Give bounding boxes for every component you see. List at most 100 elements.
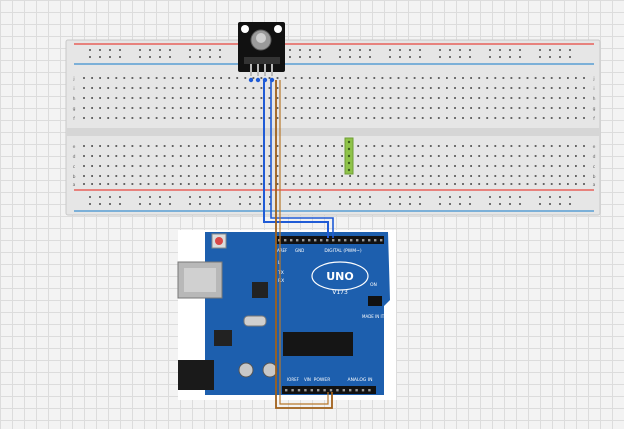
breadboard-hole[interactable]: [269, 196, 271, 198]
breadboard-hole[interactable]: [309, 203, 311, 205]
breadboard-hole[interactable]: [446, 145, 448, 147]
breadboard-hole[interactable]: [209, 203, 211, 205]
breadboard-hole[interactable]: [268, 87, 271, 89]
breadboard-hole[interactable]: [131, 175, 134, 177]
breadboard-hole[interactable]: [259, 203, 261, 205]
breadboard-hole[interactable]: [147, 117, 150, 119]
header-pin[interactable]: [278, 239, 281, 242]
breadboard-hole[interactable]: [171, 145, 174, 147]
breadboard-hole[interactable]: [494, 107, 497, 109]
breadboard-hole[interactable]: [429, 77, 432, 79]
power-analog-header[interactable]: [282, 386, 376, 394]
breadboard-hole[interactable]: [534, 155, 537, 157]
breadboard-hole[interactable]: [99, 49, 101, 51]
breadboard-hole[interactable]: [486, 155, 489, 157]
breadboard-hole[interactable]: [187, 87, 190, 89]
breadboard-hole[interactable]: [437, 183, 440, 185]
breadboard-hole[interactable]: [510, 145, 513, 147]
breadboard-hole[interactable]: [413, 97, 416, 99]
breadboard-hole[interactable]: [299, 56, 301, 58]
breadboard-hole[interactable]: [413, 165, 416, 167]
breadboard-hole[interactable]: [189, 49, 191, 51]
breadboard-hole[interactable]: [83, 165, 85, 167]
breadboard-hole[interactable]: [470, 145, 472, 147]
breadboard-hole[interactable]: [339, 203, 341, 205]
breadboard-hole[interactable]: [413, 117, 416, 119]
breadboard-hole[interactable]: [567, 97, 569, 99]
breadboard-hole[interactable]: [470, 165, 472, 167]
breadboard-hole[interactable]: [228, 183, 231, 185]
breadboard-hole[interactable]: [309, 49, 311, 51]
header-pin[interactable]: [356, 239, 359, 242]
breadboard-hole[interactable]: [169, 203, 171, 205]
breadboard-hole[interactable]: [325, 145, 327, 147]
breadboard-hole[interactable]: [369, 196, 371, 198]
breadboard-hole[interactable]: [308, 165, 311, 167]
breadboard-hole[interactable]: [559, 196, 561, 198]
breadboard-hole[interactable]: [269, 203, 271, 205]
breadboard-hole[interactable]: [317, 155, 319, 157]
breadboard-hole[interactable]: [446, 183, 448, 185]
breadboard-hole[interactable]: [341, 77, 343, 79]
breadboard-hole[interactable]: [260, 155, 263, 157]
breadboard-hole[interactable]: [550, 155, 553, 157]
breadboard-hole[interactable]: [155, 77, 158, 79]
breadboard-hole[interactable]: [276, 145, 279, 147]
breadboard-hole[interactable]: [558, 165, 561, 167]
breadboard-hole[interactable]: [539, 196, 541, 198]
breadboard-hole[interactable]: [89, 203, 91, 205]
breadboard-hole[interactable]: [196, 145, 198, 147]
breadboard-hole[interactable]: [107, 77, 110, 79]
breadboard-hole[interactable]: [469, 203, 471, 205]
breadboard-hole[interactable]: [381, 97, 384, 99]
breadboard-hole[interactable]: [550, 87, 553, 89]
breadboard-hole[interactable]: [308, 175, 311, 177]
breadboard-hole[interactable]: [459, 196, 461, 198]
breadboard-hole[interactable]: [502, 117, 505, 119]
breadboard-hole[interactable]: [558, 87, 561, 89]
breadboard-hole[interactable]: [381, 77, 384, 79]
breadboard-hole[interactable]: [429, 183, 432, 185]
breadboard-hole[interactable]: [244, 87, 247, 89]
breadboard-hole[interactable]: [397, 77, 400, 79]
breadboard-hole[interactable]: [187, 117, 190, 119]
breadboard-hole[interactable]: [139, 165, 142, 167]
breadboard-hole[interactable]: [83, 175, 85, 177]
breadboard-hole[interactable]: [317, 107, 319, 109]
breadboard-hole[interactable]: [187, 183, 190, 185]
breadboard-hole[interactable]: [155, 97, 158, 99]
breadboard-hole[interactable]: [421, 145, 424, 147]
header-pin[interactable]: [361, 389, 365, 392]
breadboard-hole[interactable]: [373, 155, 376, 157]
breadboard-hole[interactable]: [575, 155, 577, 157]
breadboard-hole[interactable]: [284, 145, 287, 147]
breadboard-hole[interactable]: [99, 107, 101, 109]
breadboard-hole[interactable]: [268, 183, 271, 185]
breadboard-hole[interactable]: [115, 175, 118, 177]
breadboard-hole[interactable]: [244, 165, 247, 167]
breadboard-hole[interactable]: [357, 155, 360, 157]
breadboard-hole[interactable]: [509, 196, 511, 198]
breadboard-hole[interactable]: [109, 196, 111, 198]
breadboard-hole[interactable]: [502, 97, 505, 99]
breadboard-hole[interactable]: [373, 183, 376, 185]
breadboard-hole[interactable]: [115, 145, 118, 147]
breadboard-hole[interactable]: [449, 49, 451, 51]
breadboard-hole[interactable]: [575, 107, 577, 109]
breadboard-hole[interactable]: [139, 107, 142, 109]
breadboard-hole[interactable]: [220, 175, 222, 177]
breadboard-hole[interactable]: [341, 145, 343, 147]
breadboard-hole[interactable]: [454, 145, 456, 147]
breadboard-hole[interactable]: [276, 87, 279, 89]
breadboard-hole[interactable]: [389, 77, 392, 79]
breadboard-hole[interactable]: [123, 145, 126, 147]
breadboard-hole[interactable]: [550, 175, 553, 177]
breadboard-hole[interactable]: [413, 87, 416, 89]
breadboard-hole[interactable]: [542, 165, 545, 167]
breadboard-hole[interactable]: [276, 107, 279, 109]
breadboard-hole[interactable]: [99, 183, 101, 185]
breadboard-hole[interactable]: [397, 97, 400, 99]
breadboard-hole[interactable]: [341, 155, 343, 157]
breadboard-hole[interactable]: [244, 97, 247, 99]
breadboard-hole[interactable]: [308, 155, 311, 157]
